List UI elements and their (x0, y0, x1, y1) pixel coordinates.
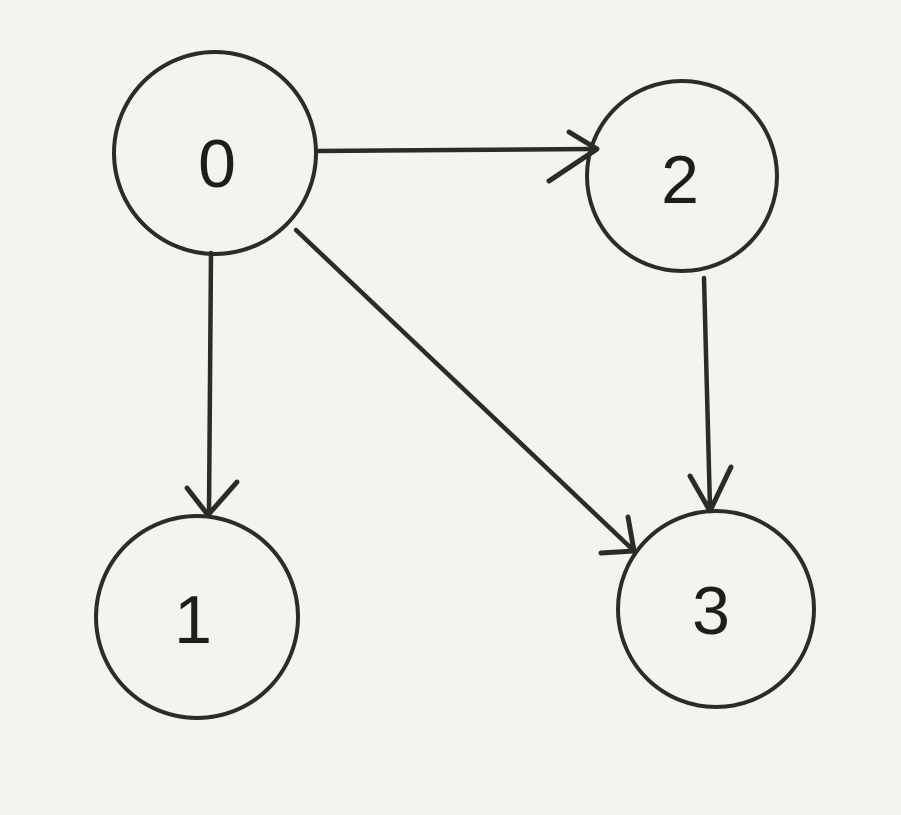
arrowhead-0-1 (184, 479, 240, 518)
edge-0-1 (206, 250, 214, 515)
edge-0-2 (315, 146, 597, 154)
edge-0-3 (293, 227, 635, 552)
arrowhead-0-3 (598, 514, 637, 556)
node-3-label: 3 (692, 573, 730, 649)
node-1-label: 1 (174, 582, 212, 658)
edge-2-3 (701, 275, 713, 511)
node-0-circle (112, 50, 318, 256)
node-2-label: 2 (661, 142, 699, 218)
node-0-label: 0 (198, 126, 236, 202)
node-2-circle (585, 79, 779, 273)
node-1-circle (94, 514, 300, 720)
nodes-layer: 0 2 1 3 (94, 50, 816, 720)
node-3-circle (616, 509, 816, 709)
edges-layer (184, 129, 734, 556)
arrowhead-0-2 (546, 129, 600, 184)
